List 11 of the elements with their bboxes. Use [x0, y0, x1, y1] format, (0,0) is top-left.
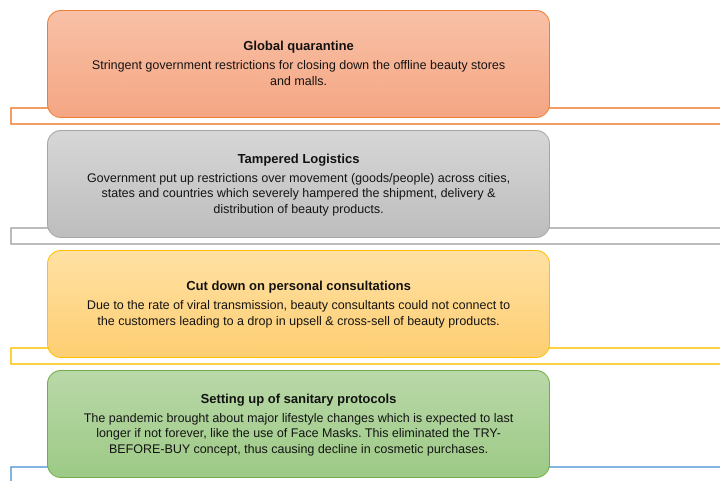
card-heading: Setting up of sanitary protocols — [200, 390, 396, 406]
card-description: Stringent government restrictions for closing down the offline beauty stores and malls. — [90, 58, 506, 90]
category-card — [47, 10, 550, 118]
category-card — [47, 250, 550, 358]
card-description: The pandemic brought about major lifestyle changes which is expected to last longer if not forever, like the use of Face Masks. This eliminated the TRY-BEFORE-BUY concept, thus causing decline in cosmetic purchases. — [82, 410, 514, 458]
card-heading: Cut down on personal consultations — [186, 278, 411, 294]
card-heading: Tampered Logistics — [238, 150, 360, 166]
category-card — [47, 130, 550, 238]
card-description: Due to the rate of viral transmission, beauty consultants could not connect to the customers leading to a drop in upsell & cross-sell of beauty products. — [86, 298, 512, 330]
card-description: Government put up restrictions over movement (goods/people) across cities, states and countries which severely hampered the shipment, delivery & distribution of beauty products. — [86, 170, 512, 218]
card-heading: Global quarantine — [243, 38, 354, 54]
